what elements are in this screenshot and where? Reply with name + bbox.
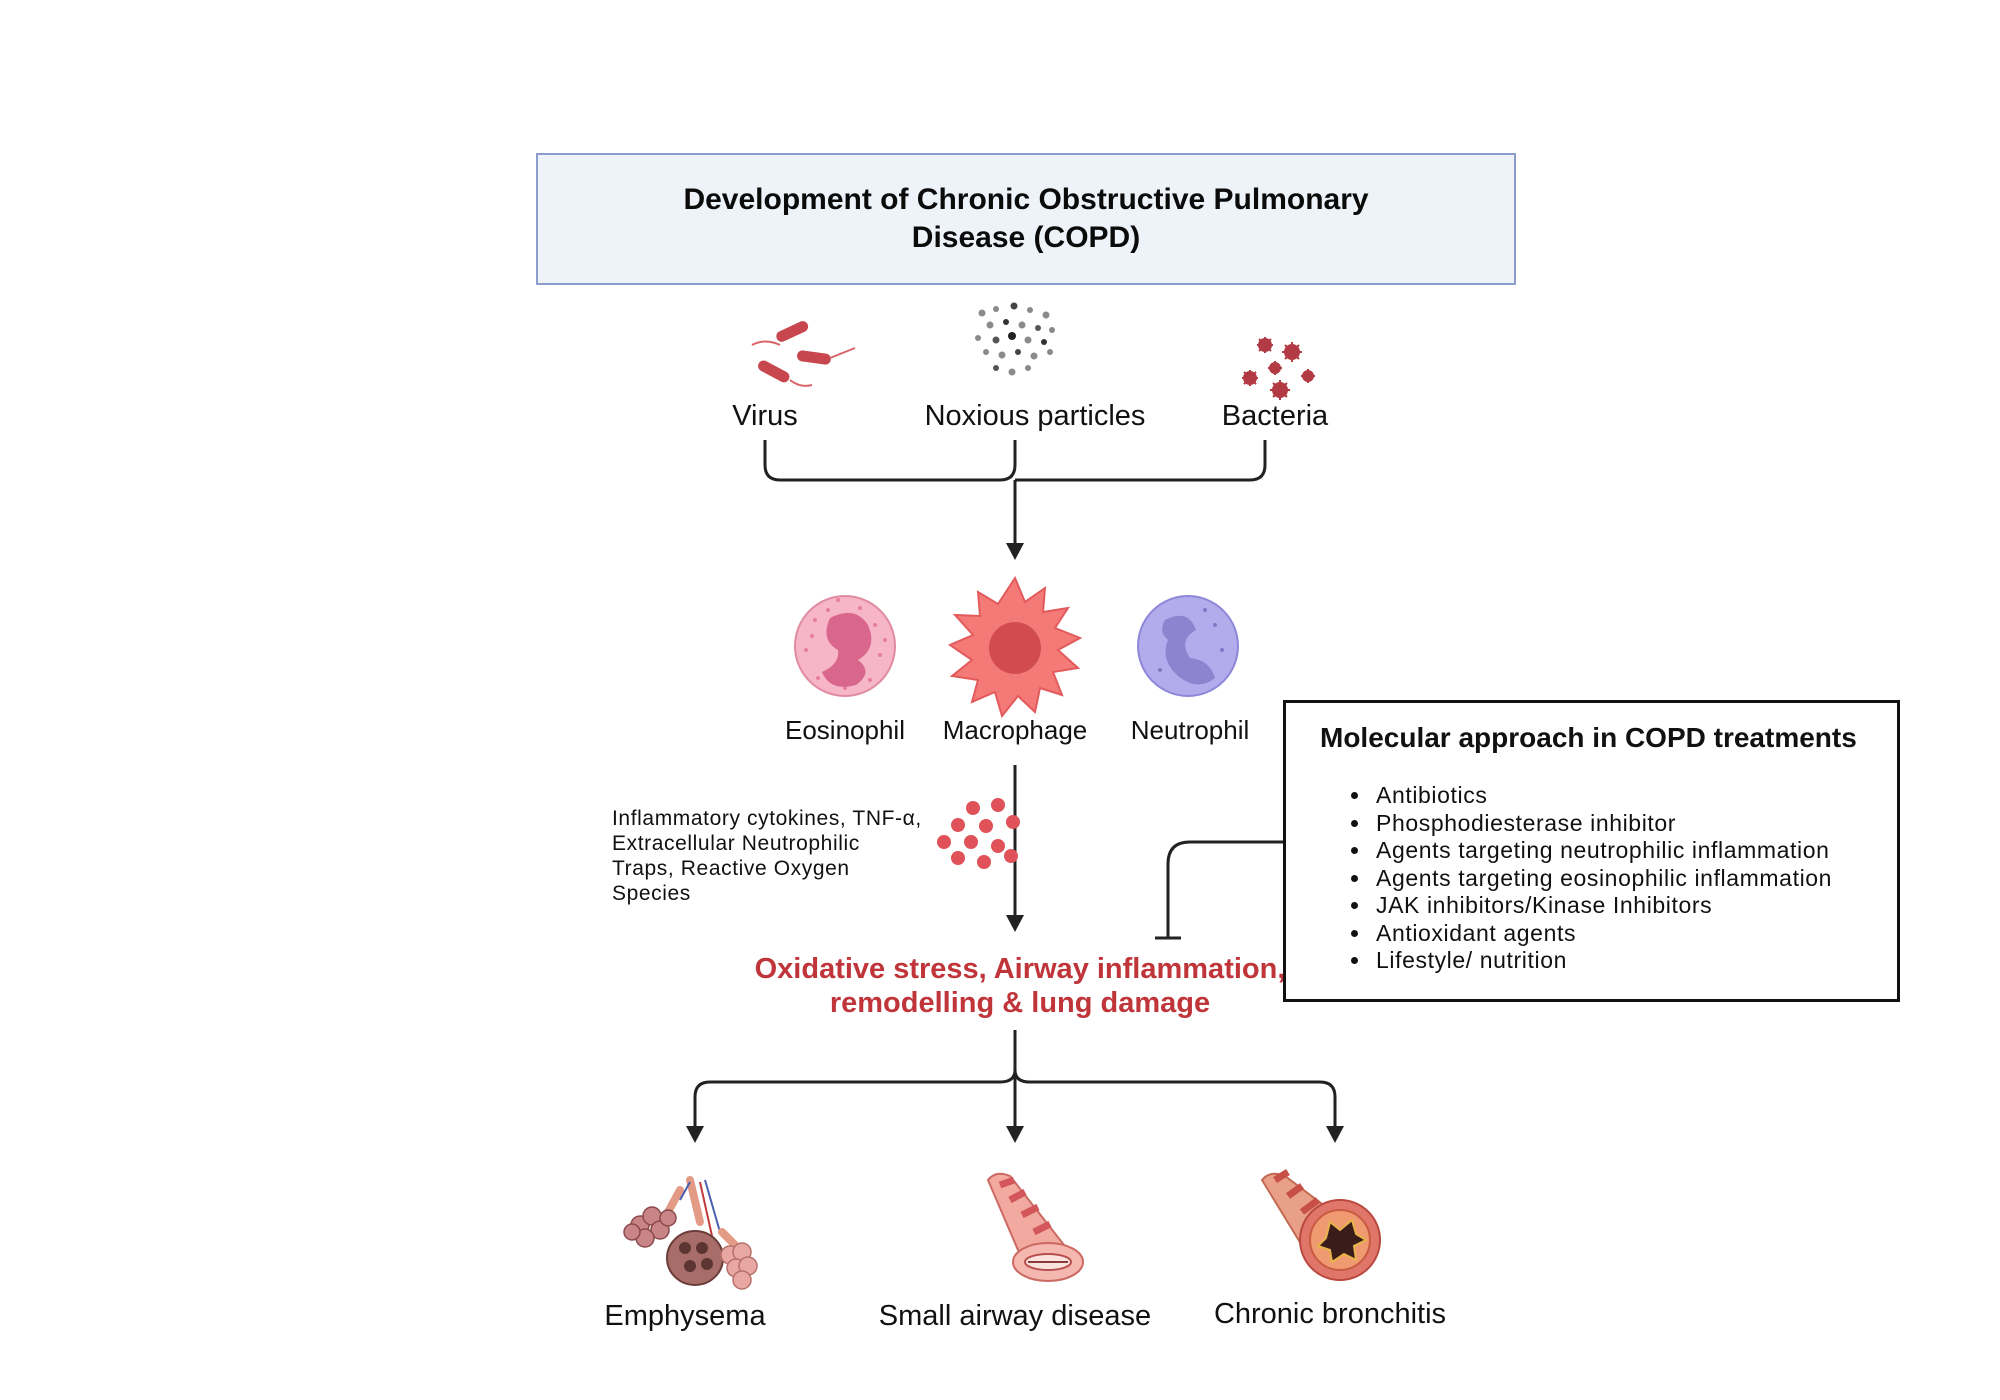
treatment-list: Antibiotics Phosphodiesterase inhibitor … [1342,782,1892,975]
inhibition-line [1166,840,1283,938]
bacteria-label: Bacteria [1221,400,1329,432]
mediators-text: Inflammatory cytokines, TNF-α, Extracell… [612,807,922,905]
neutrophil-label: Neutrophil [1130,715,1250,745]
lung-damage-text: Oxidative stress, Airway inflammation, r… [754,953,1286,1019]
bronchitis-icon [1260,1169,1381,1281]
neutrophil-icon [1137,595,1239,697]
treatment-title: Molecular approach in COPD treatments [1320,722,1857,753]
treatment-item: Agents targeting neutrophilic inflammati… [1372,837,1892,865]
small-airway-disease-label: Small airway disease [878,1300,1152,1332]
treatment-item: JAK inhibitors/Kinase Inhibitors [1372,892,1892,920]
treatment-box [1283,700,1900,1002]
macrophage-icon [947,575,1083,719]
eosinophil-label: Eosinophil [785,715,905,745]
treatment-item: Antioxidant agents [1372,920,1892,948]
diagram-title: Development of Chronic Obstructive Pulmo… [683,183,1369,254]
treatment-item: Agents targeting eosinophilic inflammati… [1372,865,1892,893]
mediator-dots-icon [937,798,1020,869]
particles-icon [975,302,1055,376]
treatment-item: Phosphodiesterase inhibitor [1372,810,1892,838]
virus-label: Virus [732,400,798,432]
treatment-item: Lifestyle/ nutrition [1372,947,1892,975]
title-box: Development of Chronic Obstructive Pulmo… [536,153,1516,285]
eosinophil-icon [794,595,896,697]
chronic-bronchitis-label: Chronic bronchitis [1213,1298,1447,1330]
arrowheads [686,543,1344,1143]
macrophage-label: Macrophage [942,715,1088,745]
noxious-particles-label: Noxious particles [924,400,1146,432]
emphysema-label: Emphysema [604,1300,766,1332]
emphysema-icon [623,1176,758,1290]
virus-icon [751,321,856,387]
small-airway-icon [986,1172,1084,1282]
trigger-bracket [763,440,1017,482]
treatment-item: Antibiotics [1372,782,1892,810]
bacteria-icon [1242,337,1315,400]
